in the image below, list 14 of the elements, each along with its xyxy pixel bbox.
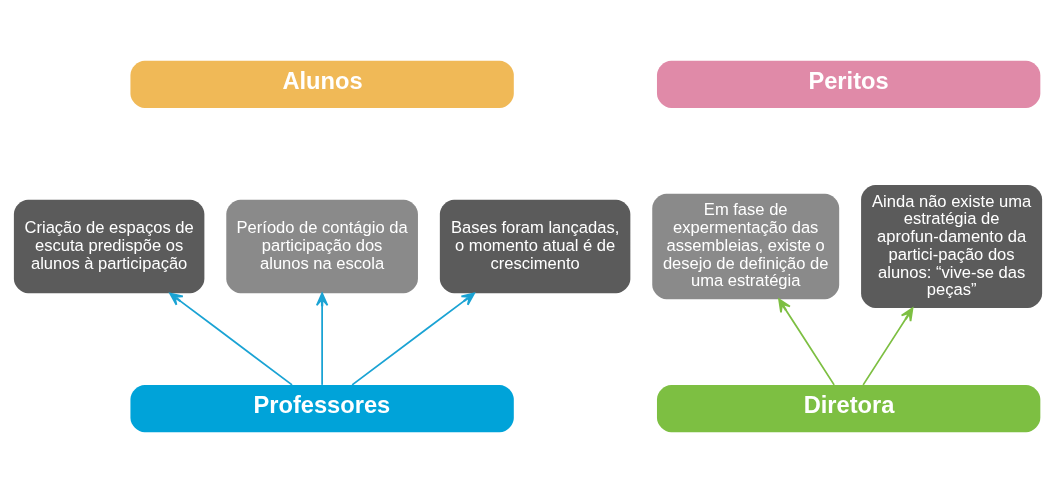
node-box: Período de contágio da participação dos alunos na escola (226, 199, 418, 294)
arrow (169, 292, 293, 386)
node-box: Criação de espaços de escuta predispõe os alunos à participação (13, 199, 205, 294)
arrow (351, 292, 475, 386)
node-box: Diretora (656, 384, 1041, 433)
node-box: Alunos (130, 60, 514, 109)
node-box: Bases foram lançadas, o momento atual é de crescimento (439, 199, 631, 294)
arrow (778, 298, 835, 386)
node-box: Em fase de expermentação das assembleias, existe o desejo de definição de uma estratégia (652, 193, 840, 300)
node-box: Ainda não existe uma estratégia de aprofun-damento da partici-pação dos alunos: “vive-se das peças” (861, 184, 1043, 309)
node-box: Professores (130, 384, 514, 433)
arrow (862, 307, 914, 386)
arrow (315, 292, 329, 386)
node-box: Peritos (656, 60, 1041, 109)
